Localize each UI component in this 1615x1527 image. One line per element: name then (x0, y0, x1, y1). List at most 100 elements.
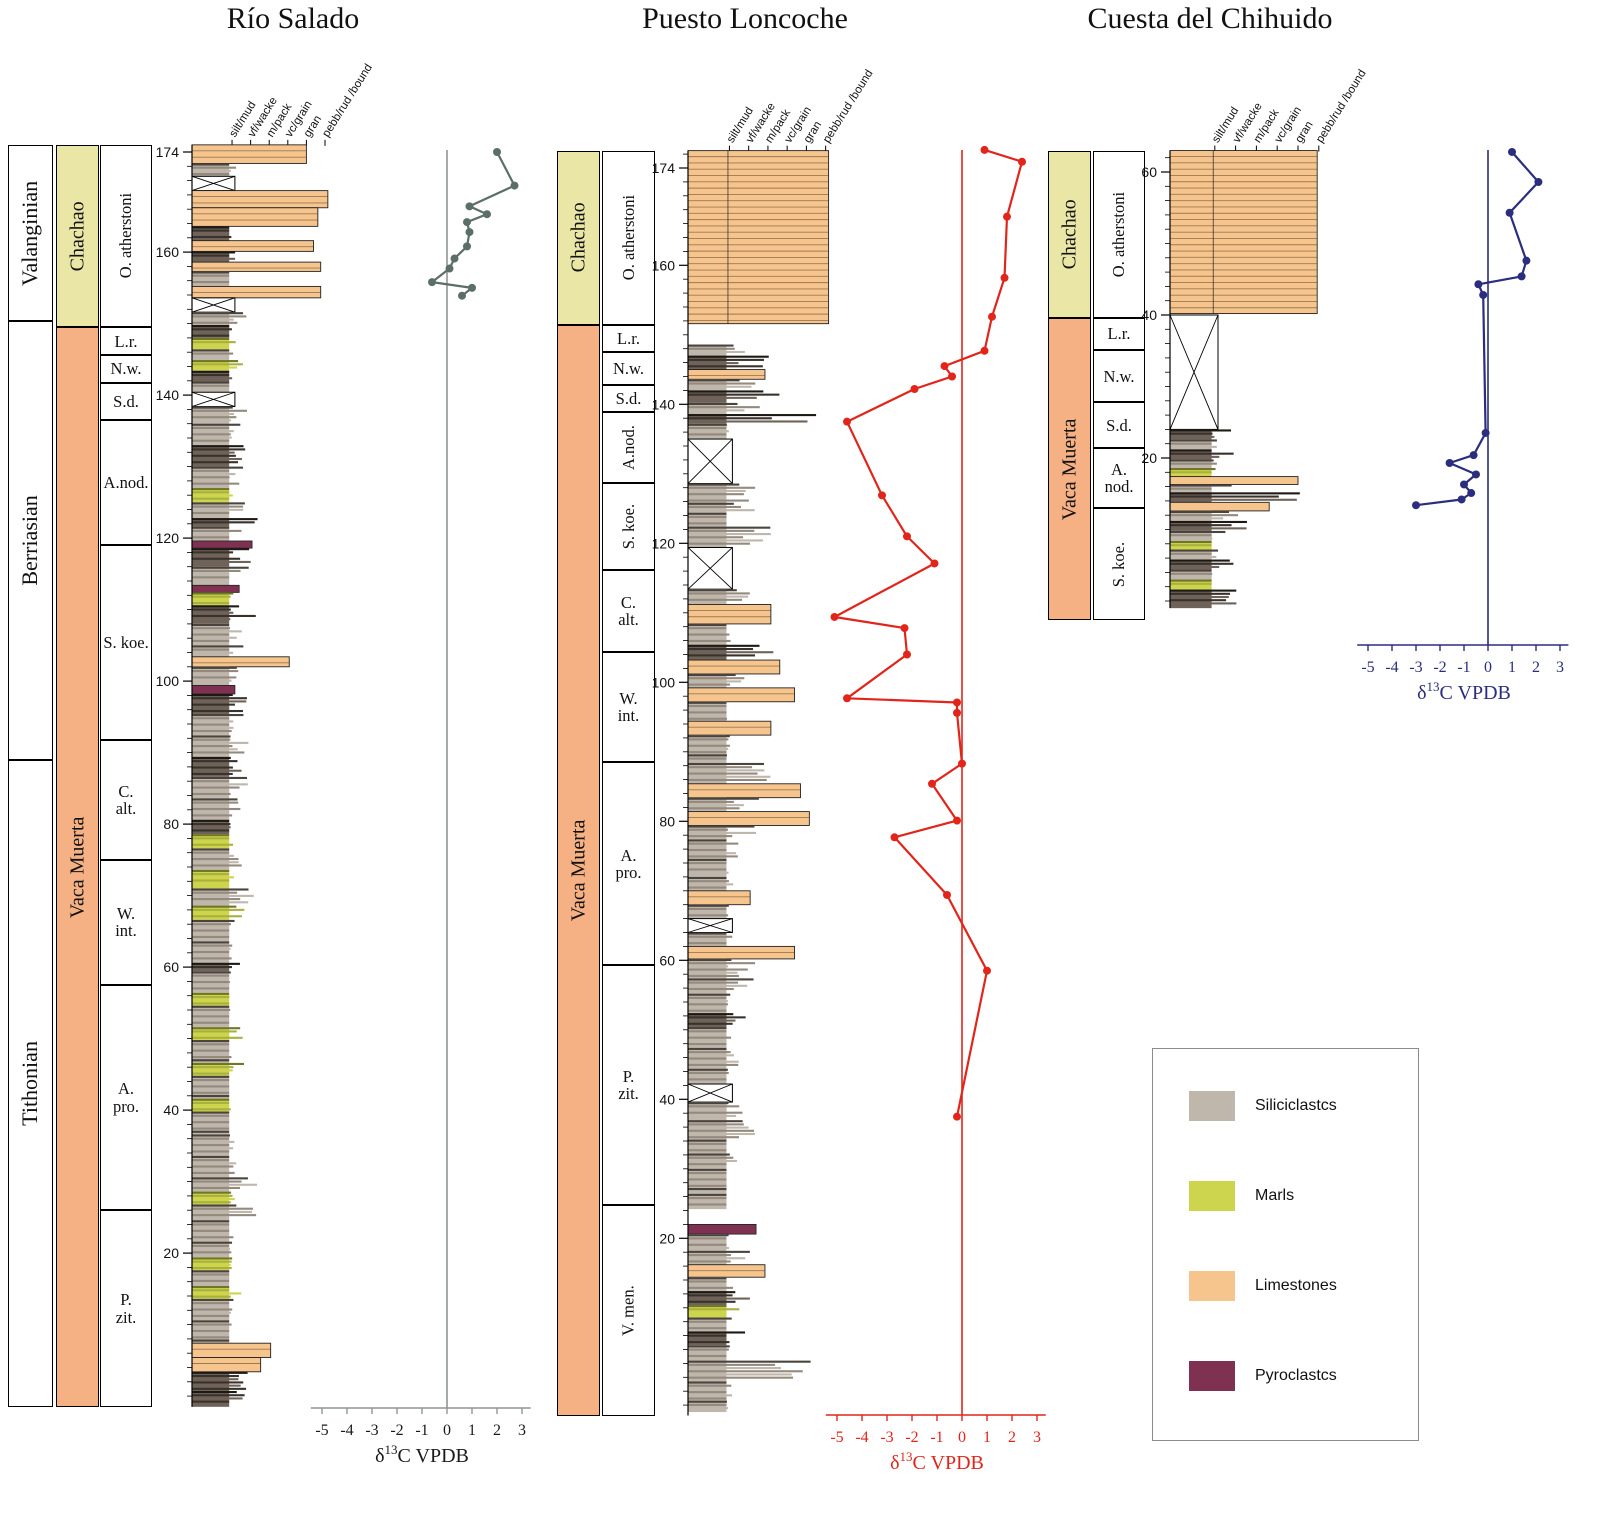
lith-bed (192, 947, 231, 950)
lith-bed (192, 717, 230, 720)
lith-bed (1170, 555, 1217, 559)
formation-box: Vaca Muerta (56, 327, 99, 1407)
lith-bed (192, 502, 245, 505)
lith-bed (192, 935, 230, 939)
lith-bed (192, 377, 233, 380)
lith-bed (688, 911, 727, 914)
lith-bed (688, 1136, 740, 1139)
lith-bed (1170, 452, 1234, 455)
lith-bed (688, 904, 729, 907)
lith-bed (688, 1075, 727, 1078)
formation-box: Chachao (1048, 150, 1091, 318)
lith-bed (1170, 484, 1232, 487)
lith-bed (192, 837, 230, 840)
lith-bed (1170, 459, 1214, 462)
depth-tick-label: 60 (163, 959, 179, 975)
lith-bed (688, 1294, 733, 1297)
lith-interval-marl (688, 1305, 727, 1318)
lith-bed (192, 954, 230, 957)
lith-bed (688, 1043, 727, 1046)
lith-bed (688, 636, 727, 639)
lith-bed (688, 499, 749, 502)
lith-bed (192, 494, 233, 497)
lith-bed (192, 745, 233, 748)
lith-bed (192, 891, 238, 894)
isotope-point (1018, 157, 1026, 166)
lith-bed (192, 1043, 230, 1046)
lith-bed (192, 905, 237, 908)
lith-bed (192, 1374, 239, 1378)
lith-bed (192, 257, 236, 260)
lith-bed (688, 496, 727, 499)
lith-bed (192, 1204, 237, 1207)
lith-bed (192, 1062, 244, 1066)
lith-bed (1170, 455, 1220, 458)
lith-bed (192, 163, 230, 166)
lith-bed (192, 1183, 258, 1186)
lith-bed (1170, 520, 1247, 524)
lith-bed (192, 1144, 230, 1147)
isotope-point (465, 228, 474, 237)
lith-bed (192, 633, 230, 636)
lith-bed (192, 1056, 232, 1059)
lith-bed (192, 457, 242, 461)
lith-bed (1170, 462, 1217, 465)
lith-bed (688, 509, 755, 512)
lith-bed (192, 639, 230, 642)
lith-interval-siliciclastic (688, 379, 727, 391)
lith-bed (688, 797, 759, 800)
legend-swatch-limestone (1189, 1271, 1235, 1301)
lith-bed (192, 1098, 230, 1101)
lith-bed (688, 1337, 727, 1340)
lith-bed (192, 387, 230, 391)
lith-bed (688, 1156, 734, 1159)
depth-tick-label: 160 (156, 244, 180, 260)
lith-bed (688, 430, 729, 433)
biozone-box-label: L.r. (617, 329, 640, 349)
lith-bed (192, 693, 233, 697)
lith-interval-siliciclastic (688, 402, 727, 415)
covered-cross (687, 918, 733, 933)
depth-tick-label: 20 (1141, 450, 1157, 466)
lith-bed (192, 433, 231, 436)
lith-bed (192, 1289, 230, 1292)
lith-bed (192, 1314, 230, 1317)
lith-bed (192, 254, 230, 257)
lith-bed (192, 1191, 232, 1194)
isotope-point (980, 346, 989, 355)
lith-bed (192, 566, 249, 569)
lith-bed (688, 1139, 727, 1142)
lith-bed (192, 1036, 243, 1039)
isotope-point (928, 779, 936, 788)
lith-bed (192, 630, 242, 633)
isotope-axis-tick-label: -3 (1409, 659, 1422, 676)
lith-bed (192, 312, 244, 315)
lith-bed (688, 1054, 734, 1057)
lith-bed (192, 1210, 252, 1213)
lith-bed (688, 1168, 727, 1171)
biozone-box: A.pro. (602, 762, 655, 966)
depth-tick-label: 20 (163, 1245, 179, 1261)
isotope-axis-tick-label: -4 (340, 1422, 353, 1439)
lith-bed (192, 957, 232, 960)
formation-box: Vaca Muerta (1048, 317, 1091, 621)
isotope-curve (430, 151, 516, 297)
lith-bed (192, 576, 230, 579)
lith-bed (192, 1229, 230, 1232)
lith-bed (688, 845, 727, 848)
lith-interval-siliciclastic (192, 381, 230, 393)
isotope-axis-tick-label: 2 (1532, 659, 1540, 676)
lith-bed (688, 1114, 737, 1117)
lith-bed (688, 981, 739, 984)
lith-bed (192, 834, 230, 837)
lith-bed (192, 325, 230, 328)
lith-bed (688, 1068, 728, 1071)
lith-bed (192, 848, 230, 851)
biozone-box: O. atherstoni (602, 150, 655, 326)
lith-bed (688, 1051, 731, 1054)
lith-bed (1170, 599, 1227, 602)
isotope-point (843, 694, 851, 703)
isotope-point (1445, 459, 1454, 468)
lith-bed (688, 800, 734, 803)
lith-bed (688, 1277, 727, 1280)
